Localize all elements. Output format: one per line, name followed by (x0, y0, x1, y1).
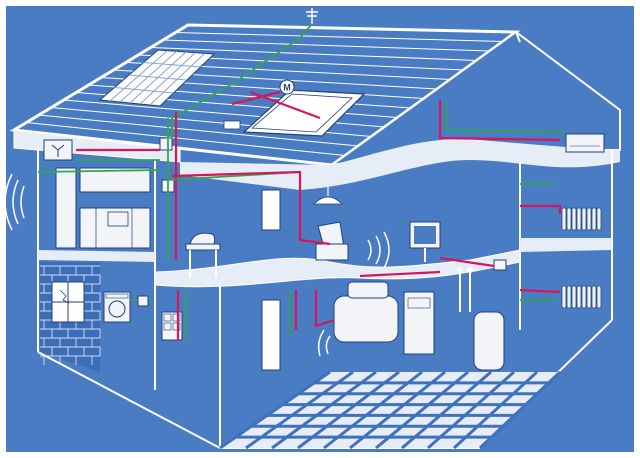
radiator-fin (591, 285, 597, 309)
washing-machine-icon (103, 291, 131, 323)
fan-icon (43, 139, 73, 161)
air-conditioner-icon (565, 133, 605, 153)
socket (137, 295, 149, 307)
boiler-icon (333, 281, 435, 355)
door-icon (261, 189, 281, 371)
motor-icon: M (279, 79, 295, 95)
radiator-fin (566, 207, 572, 231)
tile-line (375, 370, 469, 450)
roof-tile-line (26, 122, 346, 156)
attic-floor (180, 139, 620, 190)
ground-floor-tiles (219, 370, 562, 450)
solar-cell-line (139, 52, 196, 105)
roof-tile-line (150, 47, 477, 61)
radiator-fin (581, 285, 587, 309)
tile-line (349, 370, 446, 450)
wireless-signal-icon (4, 173, 390, 357)
wiring (37, 23, 567, 340)
antenna-icon (306, 8, 318, 24)
radiator-fin (561, 207, 567, 231)
floor-slab-right (520, 238, 612, 252)
tile-line (245, 370, 354, 450)
radiator-fin (596, 207, 602, 231)
radiator-fin (566, 285, 572, 309)
armchair-icon (315, 221, 349, 261)
radiator-fin (576, 285, 582, 309)
junction-box (159, 137, 173, 151)
tile-line (271, 370, 377, 450)
motor-label: M (283, 83, 291, 93)
radiator-fin (571, 285, 577, 309)
radiator-fin (571, 207, 577, 231)
tile-line (297, 370, 400, 450)
solar-cell-line (129, 51, 187, 104)
roof-tile-line (38, 114, 359, 147)
roof-tile-line (163, 39, 490, 52)
telephone-icon (185, 232, 221, 278)
roof-tile-line (175, 32, 503, 42)
tile-line (219, 370, 331, 450)
water-heater-icon (457, 267, 505, 371)
television-icon (409, 221, 441, 262)
radiator-fin (596, 285, 602, 309)
radiator-fin (561, 285, 567, 309)
radiator-icon (561, 207, 602, 231)
tile-line (427, 370, 515, 450)
roof-vent (223, 120, 241, 130)
tile-line (323, 370, 423, 450)
window-icon (51, 281, 85, 323)
radiator-fin (586, 207, 592, 231)
tile-line (478, 370, 562, 450)
ceiling-lamp-icon (313, 186, 343, 205)
radiator-icon (561, 285, 602, 309)
kitchen-icon (55, 167, 151, 249)
socket (493, 259, 507, 271)
radiator-fin (581, 207, 587, 231)
floor-slab-left (38, 250, 155, 262)
radiator-fin (591, 207, 597, 231)
solar-cell-line (119, 50, 177, 103)
tile-line (401, 370, 492, 450)
radiator-fin (576, 207, 582, 231)
floor-slab-middle (154, 249, 521, 288)
tile-line (452, 370, 539, 450)
solar-cell-line (109, 50, 168, 102)
radiator-fin (586, 285, 592, 309)
solar-cell-line (149, 52, 206, 106)
solar-panel-icon (98, 49, 216, 107)
